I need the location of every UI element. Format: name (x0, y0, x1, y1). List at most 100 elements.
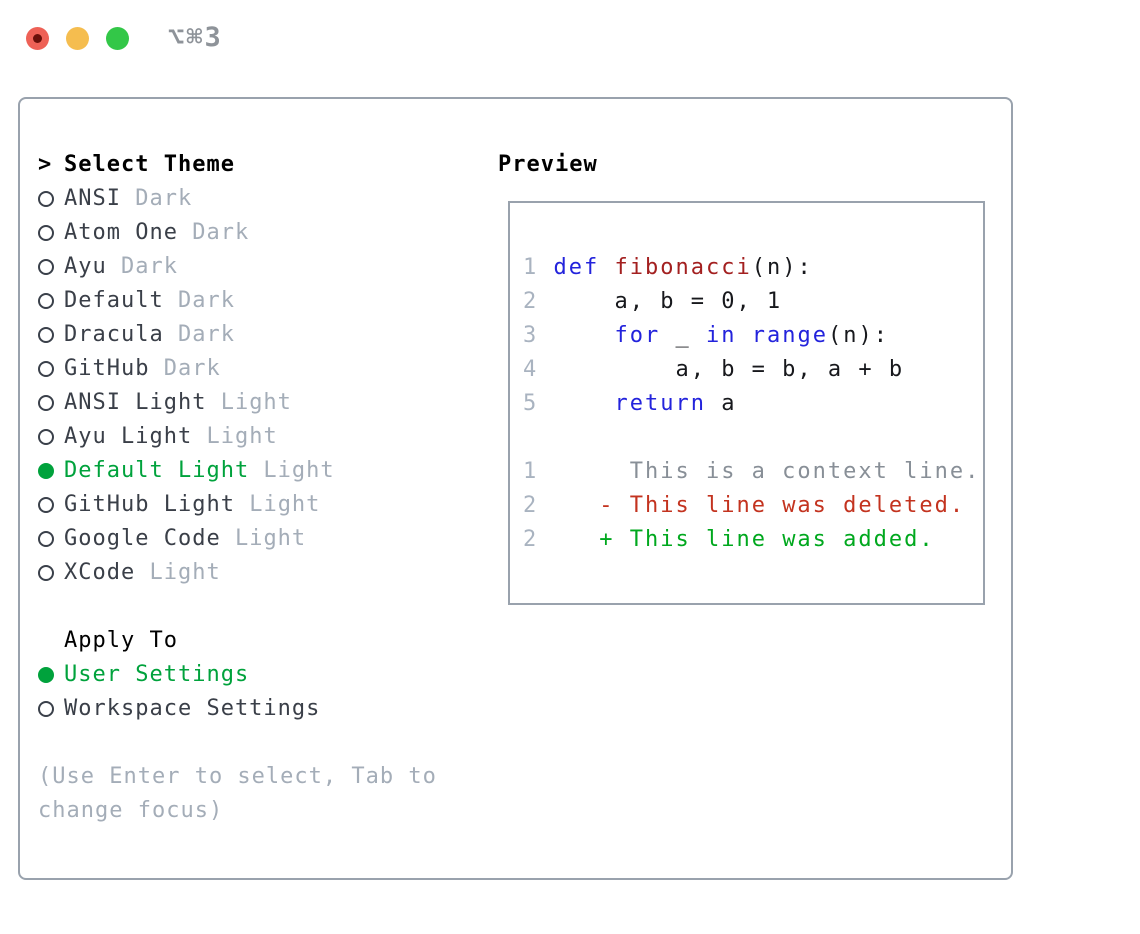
code-token: a, b = b, a + b (553, 357, 905, 382)
radio-icon (38, 497, 64, 513)
code-line: 4 a, b = b, a + b (523, 353, 983, 387)
theme-option[interactable]: Ayu Light Light (38, 420, 437, 454)
theme-name: ANSI Light (64, 390, 207, 415)
code-token: in (705, 323, 737, 348)
theme-variant-tag: Light (249, 458, 335, 483)
theme-variant-tag: Dark (149, 356, 221, 381)
theme-variant-tag: Light (135, 560, 221, 585)
theme-name: Atom One (64, 220, 178, 245)
theme-variant-tag: Dark (120, 186, 193, 211)
code-token: a, b = 0, 1 (553, 289, 783, 314)
select-theme-title: Select Theme (64, 152, 235, 177)
radio-circle (38, 395, 54, 411)
select-theme-header: > Select Theme (38, 148, 437, 182)
radio-circle (38, 259, 54, 275)
line-number: 1 (523, 459, 554, 484)
code-token: - This line was deleted. (599, 493, 966, 518)
code-line: 2 - This line was deleted. (523, 489, 983, 523)
radio-circle (38, 497, 54, 513)
minimize-button[interactable] (66, 26, 89, 50)
cursor-icon: > (38, 152, 53, 177)
theme-option[interactable]: GitHub Light Light (38, 488, 437, 522)
theme-variant-tag: Dark (163, 288, 235, 313)
theme-name: GitHub Light (64, 492, 235, 517)
code-token: a (705, 391, 737, 416)
spacer (38, 590, 437, 624)
hint-text: (Use Enter to select, Tab to (38, 764, 437, 789)
theme-option[interactable]: Atom One Dark (38, 216, 437, 250)
theme-option[interactable]: ANSI Light Light (38, 386, 437, 420)
code-line: 2 a, b = 0, 1 (523, 285, 983, 319)
code-token: fibonacci (614, 255, 752, 280)
code-token: This is a context line. (553, 459, 981, 484)
code-token: _ (660, 323, 706, 348)
theme-option[interactable]: Dracula Dark (38, 318, 437, 352)
window-title: ⌥⌘3 (168, 22, 223, 53)
radio-icon (38, 429, 64, 445)
theme-option[interactable]: Default Dark (38, 284, 437, 318)
theme-option[interactable]: Google Code Light (38, 522, 437, 556)
radio-circle (38, 429, 54, 445)
code-token: + This line was added. (599, 527, 935, 552)
apply-to-option[interactable]: User Settings (38, 658, 437, 692)
line-number: 1 (523, 255, 554, 280)
radio-circle (38, 531, 54, 547)
maximize-button[interactable] (106, 26, 129, 50)
selected-dot (38, 667, 54, 683)
code-line: 1 def fibonacci(n): (523, 251, 983, 285)
radio-icon (38, 327, 64, 343)
code-token (554, 391, 615, 416)
theme-name: XCode (64, 560, 136, 585)
code-token (554, 527, 600, 552)
close-button[interactable] (26, 26, 49, 50)
code-line: 5 return a (523, 387, 983, 421)
theme-variant-tag: Light (234, 492, 321, 517)
line-number: 2 (523, 289, 554, 314)
preview-title: Preview (498, 152, 598, 177)
line-number: 3 (523, 323, 554, 348)
close-button-dot-icon (33, 33, 42, 43)
code-line (523, 421, 983, 455)
theme-variant-tag: Light (220, 526, 307, 551)
theme-option[interactable]: Ayu Dark (38, 250, 437, 284)
theme-option[interactable]: ANSI Dark (38, 182, 437, 216)
radio-circle (38, 361, 54, 377)
radio-circle (38, 701, 54, 717)
radio-icon (38, 225, 64, 241)
line-number: 2 (523, 493, 554, 518)
apply-to-option[interactable]: Workspace Settings (38, 692, 437, 726)
line-number: 5 (523, 391, 554, 416)
radio-icon (38, 701, 64, 717)
theme-name: ANSI (64, 186, 121, 211)
code-line: 3 for _ in range(n): (523, 319, 983, 353)
radio-icon (38, 565, 64, 581)
radio-circle (38, 327, 54, 343)
theme-variant-tag: Dark (177, 220, 250, 245)
preview-column: Preview (498, 148, 598, 182)
theme-name: Ayu (64, 254, 107, 279)
radio-circle (38, 565, 54, 581)
radio-icon (38, 361, 64, 377)
apply-to-label: Workspace Settings (64, 696, 321, 721)
code-line: 1 This is a context line. (523, 455, 983, 489)
code-line: 2 + This line was added. (523, 523, 983, 557)
code-token: return (614, 391, 706, 416)
code-token: def (553, 255, 600, 280)
theme-option[interactable]: GitHub Dark (38, 352, 437, 386)
theme-option[interactable]: Default Light Light (38, 454, 437, 488)
theme-option[interactable]: XCode Light (38, 556, 437, 590)
radio-icon (38, 395, 64, 411)
code-token (554, 323, 615, 348)
spacer (38, 726, 437, 760)
code-token: range (751, 323, 828, 348)
code-token (736, 323, 751, 348)
theme-name: Ayu Light (64, 424, 193, 449)
